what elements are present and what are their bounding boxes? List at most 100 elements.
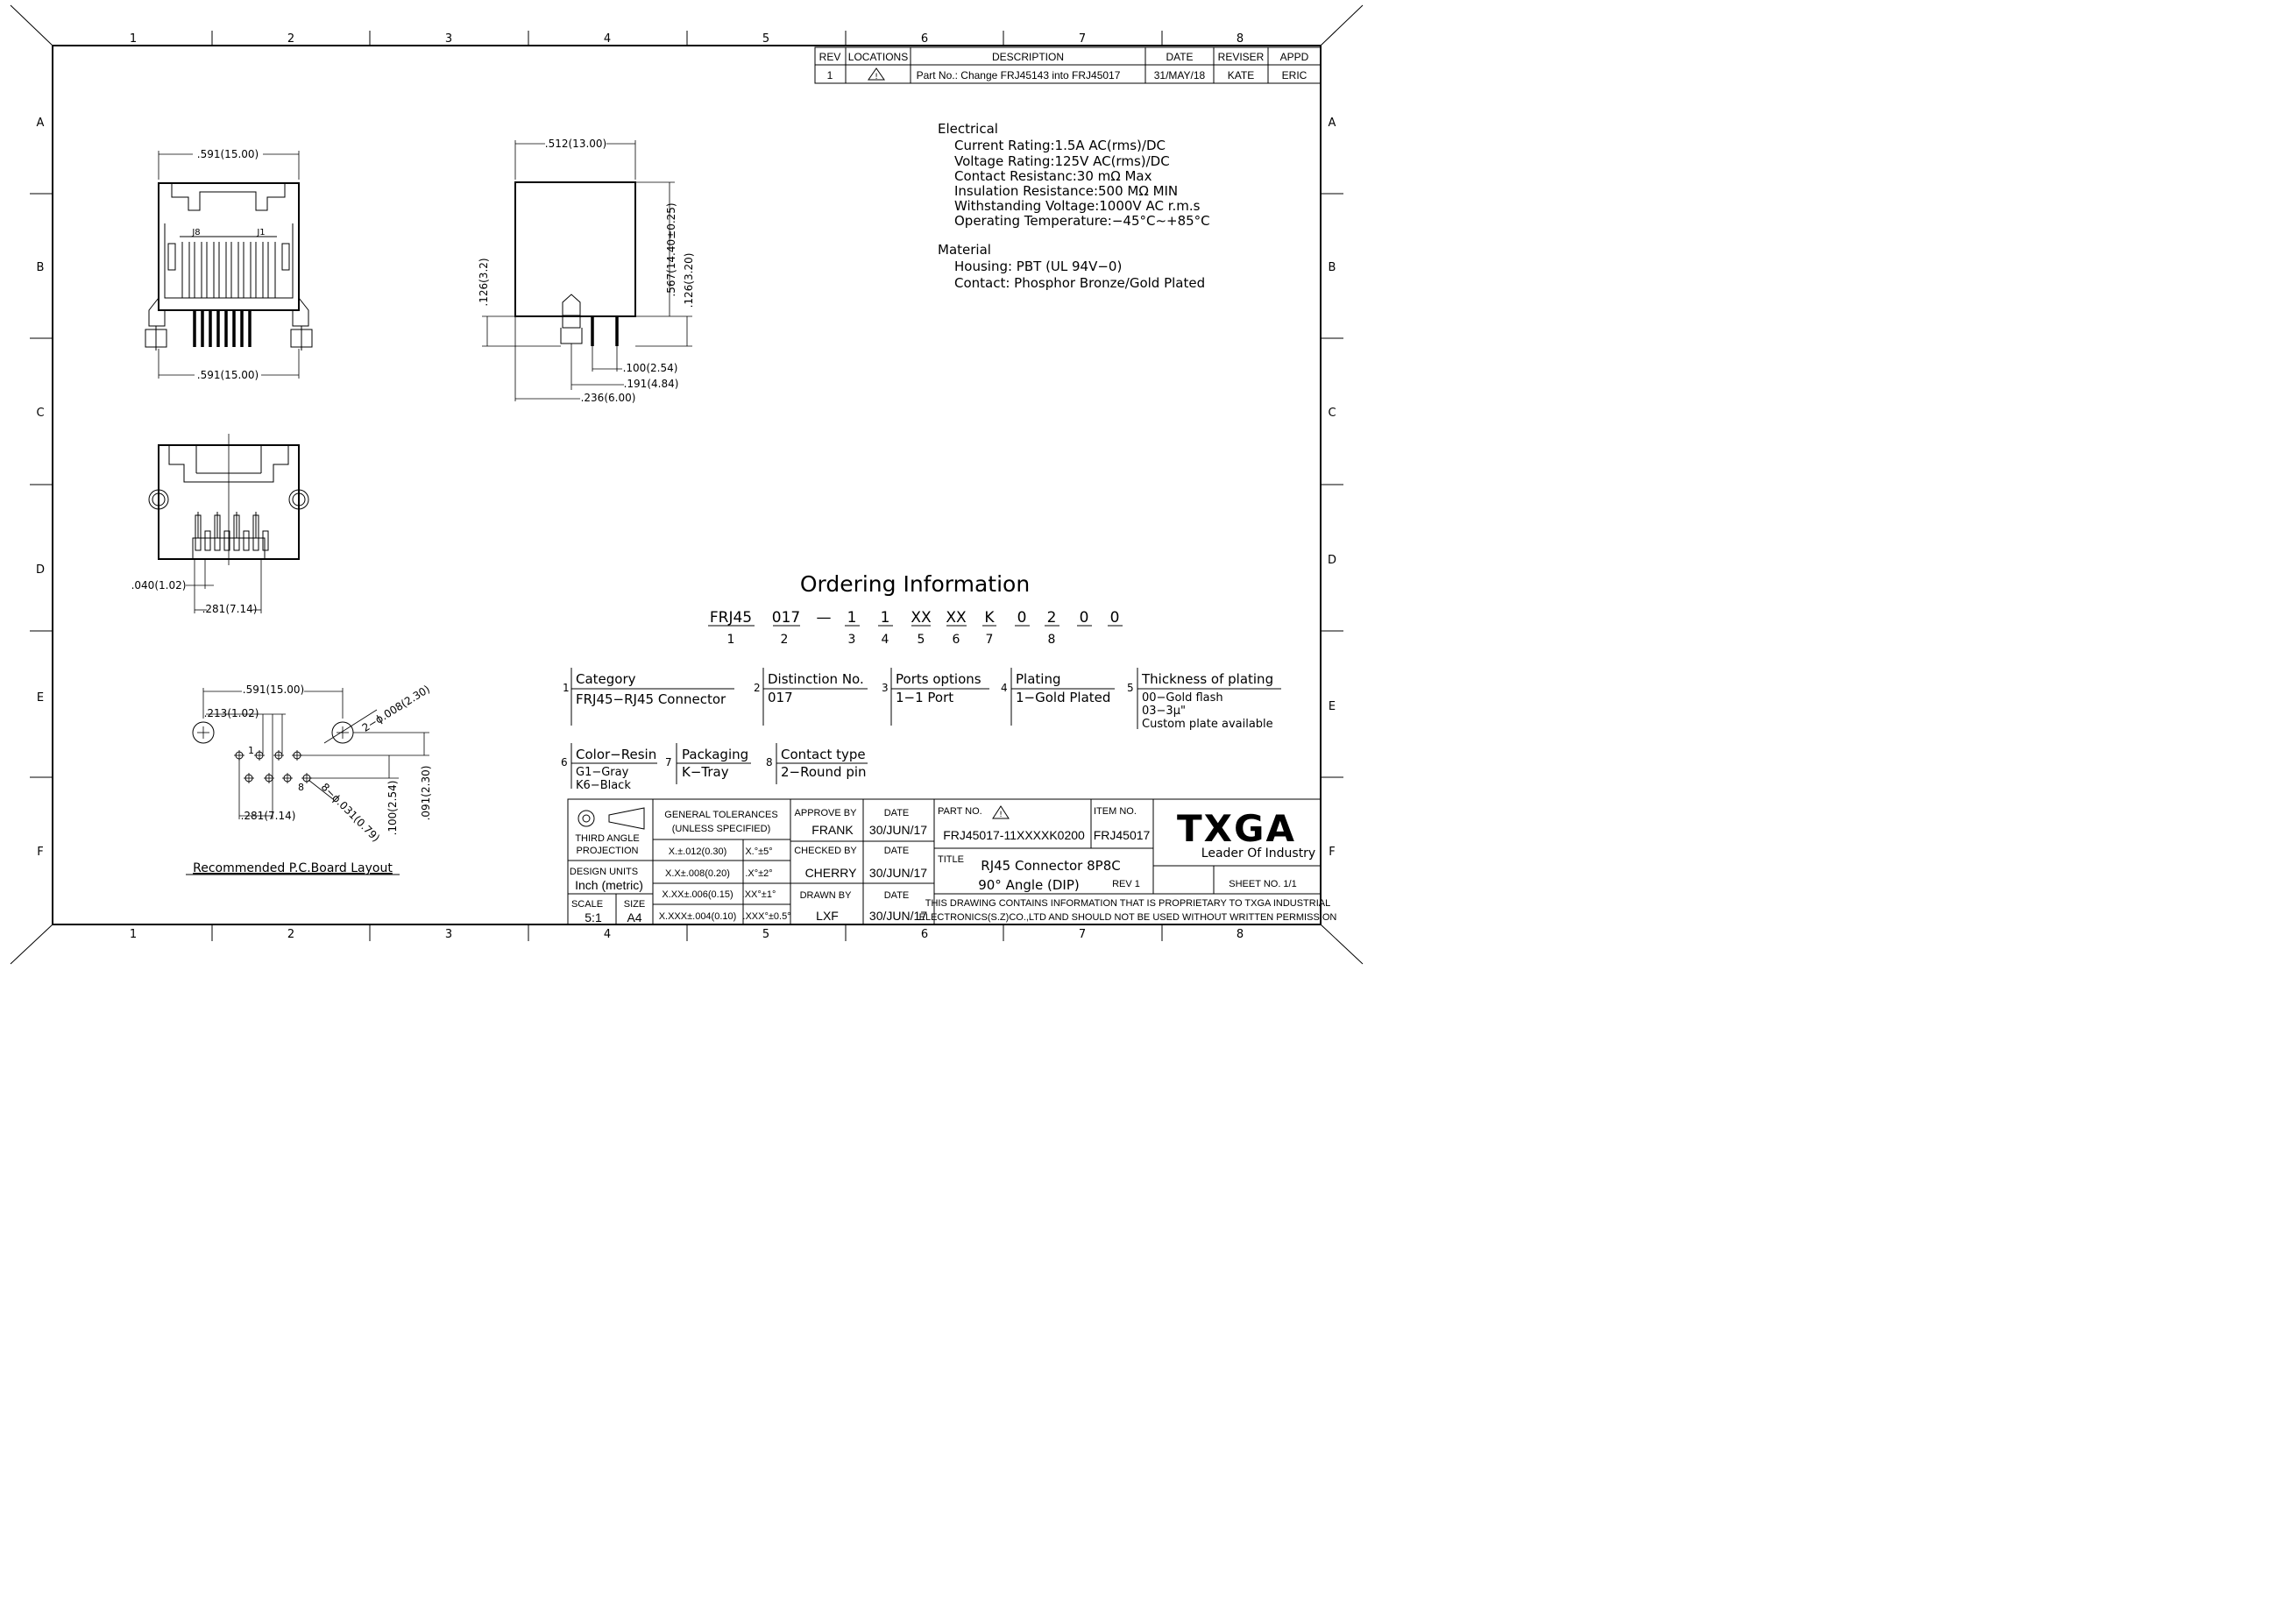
rev-value: 1 [827,69,833,81]
approve-name: FRANK [811,823,854,837]
ordering-indices: 1 2 3 4 5 6 7 8 [727,633,1056,647]
bottom-dim-281: .281(7.14) [202,603,258,615]
projection-line2: PROJECTION [577,846,639,856]
option-line: G1−Gray [576,766,629,779]
zone-row-label: C [36,407,44,420]
pcb-dim-hole-large: 2−ϕ.008(2.30) [360,683,432,734]
option-line: Custom plate available [1142,718,1273,731]
code-part: 0 [1017,609,1027,627]
item-no-label: ITEM NO. [1094,806,1137,817]
option-line: K6−Black [576,779,631,792]
code-index: 3 [848,633,856,647]
zone-col-label: 4 [604,32,611,46]
front-view: .591(15.00) J8 J1 [145,148,313,381]
part-no-value: FRJ45017-11XXXXK0200 [943,828,1085,842]
rev-description: Part No.: Change FRJ45143 into FRJ45017 [917,69,1121,81]
date-label: DATE [884,890,910,901]
ordering-code: FRJ45 017 — 1 1 XX XX K 0 2 0 0 [710,609,1120,627]
front-dim-bottom: .591(15.00) [197,369,259,381]
code-index: 1 [727,633,735,647]
zone-col-label: 1 [130,32,137,46]
pcb-pin-holes [234,750,312,783]
zone-col-label: 8 [1237,32,1244,46]
zone-col-label: 2 [287,32,294,46]
approve-date: 30/JUN/17 [869,823,927,837]
spec-withstanding-voltage: Withstanding Voltage:1000V AC r.m.s [954,198,1201,214]
zone-col-label: 5 [762,32,769,46]
pcb-dim-hole-small: 8−ϕ.031(0.79) [319,781,382,844]
zone-row-label: A [37,117,45,130]
drawn-name: LXF [816,909,839,923]
scale-value: 5:1 [585,910,602,924]
revision-table: REV LOCATIONS DESCRIPTION DATE REVISER A… [814,46,1322,84]
date-header: DATE [1166,51,1193,63]
ordering-information: Ordering Information FRJ45 017 — 1 1 XX … [561,571,1281,792]
option-block-distinction: 2 Distinction No. 017 [754,668,868,726]
option-line: 017 [768,690,793,705]
tolerance-angular: .XX°±1° [742,889,776,900]
option-number: 2 [754,682,761,694]
option-line: FRJ45−RJ45 Connector [576,691,726,707]
zone-col-label: 4 [604,928,611,941]
date-label: DATE [884,808,910,818]
spec-voltage-rating: Voltage Rating:125V AC(rms)/DC [954,153,1170,169]
zone-row-label: C [1328,407,1336,420]
rev-header: REV [819,51,841,63]
title-block: THIRD ANGLE PROJECTION DESIGN UNITS SCAL… [567,798,1337,925]
checked-date: 30/JUN/17 [869,866,927,880]
option-block-category: 1 Category FRJ45−RJ45 Connector [563,668,734,726]
pcb-pin-1-label: 1 [248,745,254,756]
rev-date: 31/MAY/18 [1154,69,1206,81]
svg-text:!: ! [875,73,878,81]
tolerance-linear: X.±.012(0.30) [669,846,727,857]
zone-row-label: E [37,691,44,705]
txga-logo: TXGA [1177,807,1296,850]
rev-reviser: KATE [1228,69,1254,81]
design-units-label: DESIGN UNITS [570,867,638,877]
code-part: — [817,609,832,627]
tolerance-angular: X.°±5° [745,846,772,857]
side-view: .512(13.00) .567(14.40±0.25) .126(3.20) … [478,138,695,404]
checked-label: CHECKED BY [794,846,857,856]
tolerance-angular: .X°±2° [745,868,772,879]
spec-contact-material: Contact: Phosphor Bronze/Gold Plated [954,275,1205,291]
tolerance-linear: X.X±.008(0.20) [665,868,730,879]
zone-col-label: 1 [130,928,137,941]
code-index: 6 [953,633,960,647]
option-title: Distinction No. [768,671,864,687]
proprietary-line1: THIS DRAWING CONTAINS INFORMATION THAT I… [925,898,1330,909]
tolerances-line1: GENERAL TOLERANCES [664,810,777,820]
rev-value: REV 1 [1112,879,1140,889]
electrical-heading: Electrical [938,121,998,137]
svg-text:!: ! [999,811,1003,819]
option-line: 1−1 Port [896,690,953,705]
tolerance-angular: .XXX°±0.5° [742,911,790,922]
option-block-plating: 4 Plating 1−Gold Plated [1001,668,1115,726]
code-part: XX [946,609,967,627]
zone-col-label: 6 [921,32,928,46]
spec-insulation-resistance: Insulation Resistance:500 MΩ MIN [954,183,1178,199]
title-line2: 90° Angle (DIP) [978,877,1080,893]
option-number: 3 [882,682,889,694]
option-block-packaging: 7 Packaging K−Tray [665,743,751,784]
code-part: FRJ45 [710,609,752,627]
side-dim-right-small: .126(3.20) [683,253,695,308]
zone-col-label: 2 [287,928,294,941]
option-title: Ports options [896,671,981,687]
description-header: DESCRIPTION [992,51,1064,63]
size-label: SIZE [624,899,645,910]
rev-appd: ERIC [1282,69,1307,81]
pcb-dim-213: .213(1.02) [204,707,259,719]
option-block-color: 6 Color−Resin G1−Gray K6−Black [561,743,657,792]
zone-row-label: D [1328,554,1336,567]
option-line: K−Tray [682,764,729,780]
proprietary-line2: ELECTRONICS(S.Z)CO.,LTD AND SHOULD NOT B… [919,912,1337,923]
option-number: 4 [1001,682,1008,694]
option-block-ports: 3 Ports options 1−1 Port [882,668,989,726]
option-title: Contact type [781,747,866,762]
zone-col-label: 8 [1237,928,1244,941]
material-heading: Material [938,242,991,258]
zone-col-label: 7 [1079,928,1086,941]
code-part: 1 [881,609,890,627]
option-title: Thickness of plating [1141,671,1273,687]
